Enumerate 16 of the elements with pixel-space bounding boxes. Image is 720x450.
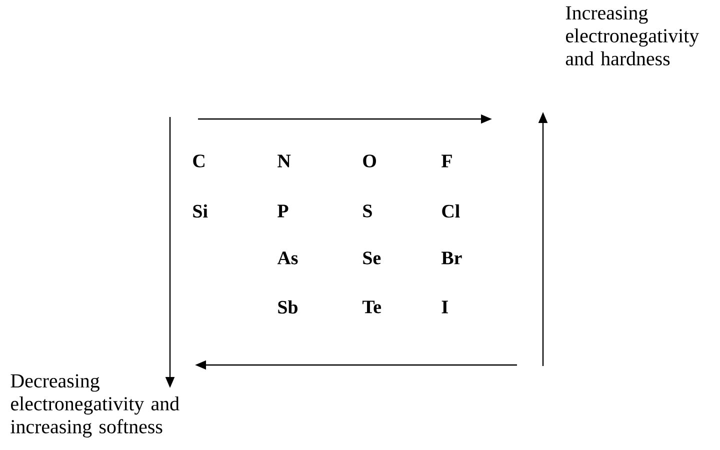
element-symbol: Si xyxy=(193,204,208,218)
element-symbol: Se xyxy=(363,252,381,264)
element-symbol: F xyxy=(442,154,452,168)
element-symbol: Cl xyxy=(442,204,460,218)
trend-label: Increasing electronegativity and hardness xyxy=(566,6,700,66)
element-symbol: S xyxy=(363,204,372,218)
element-symbol: Sb xyxy=(278,300,298,314)
element-symbol: P xyxy=(278,204,288,218)
element-symbol: C xyxy=(193,154,204,168)
element-symbol: I xyxy=(442,300,448,314)
element-symbol: N xyxy=(278,154,291,168)
element-symbol: O xyxy=(363,154,376,168)
element-symbol: Te xyxy=(362,300,382,314)
trend-label: Decreasing electronegativity and increasing softness xyxy=(10,374,180,438)
element-symbol: As xyxy=(277,252,298,264)
element-symbol: Br xyxy=(442,252,462,264)
